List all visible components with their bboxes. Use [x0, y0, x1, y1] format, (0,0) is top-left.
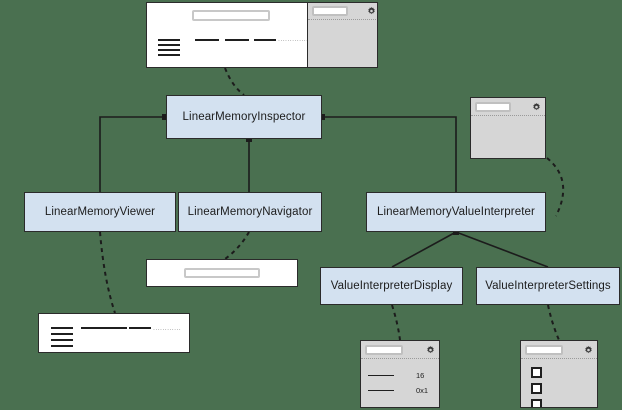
- node-label: LinearMemoryInspector: [182, 111, 306, 123]
- hex-address-line: [51, 333, 73, 335]
- navigator-address-input[interactable]: [184, 268, 260, 278]
- screenshot-navigator: [146, 259, 298, 287]
- panel-header: [521, 341, 597, 359]
- gear-icon[interactable]: [367, 6, 376, 16]
- panel-body: 16 0x1: [361, 359, 439, 407]
- edge-inspector-navigator: [246, 136, 252, 192]
- node-label: LinearMemoryViewer: [44, 206, 156, 218]
- value-row: 16: [361, 371, 439, 380]
- callout-navigator-screenshot: [224, 231, 250, 260]
- inspector-value-pane: [307, 3, 377, 67]
- screenshot-interpreter: [470, 97, 546, 159]
- callout-interpreter-screenshot: [546, 157, 565, 217]
- screenshot-inspector: ................: [146, 2, 378, 68]
- node-value-interpreter-display[interactable]: ValueInterpreterDisplay: [320, 267, 463, 305]
- value-text: 0x1: [416, 386, 429, 395]
- hex-byte-group: [225, 39, 249, 41]
- node-linear-memory-value-interpreter[interactable]: LinearMemoryValueInterpreter: [366, 192, 546, 232]
- ascii-preview: ................: [278, 36, 316, 43]
- value-row: 0x1: [361, 386, 439, 395]
- gear-icon[interactable]: [426, 345, 435, 354]
- settings-checkbox[interactable]: [531, 367, 542, 378]
- callout-viewer-screenshot: [99, 231, 116, 314]
- hex-address-line: [51, 339, 73, 341]
- node-label: ValueInterpreterDisplay: [330, 280, 453, 292]
- hex-byte-group: [81, 327, 105, 329]
- mini-input[interactable]: [475, 101, 511, 112]
- panel-header: [308, 3, 377, 20]
- node-linear-memory-inspector[interactable]: LinearMemoryInspector: [166, 95, 322, 139]
- node-value-interpreter-settings[interactable]: ValueInterpreterSettings: [476, 267, 620, 305]
- hex-address-line: [158, 39, 180, 41]
- value-label-placeholder: [368, 374, 394, 377]
- edge-inspector-viewer: [99, 114, 168, 192]
- panel-header: [471, 98, 545, 116]
- panel-header: [361, 341, 439, 359]
- callout-vi-settings-screenshot: [547, 304, 560, 341]
- ascii-preview: ............: [153, 325, 182, 332]
- settings-checkbox[interactable]: [531, 399, 542, 407]
- node-label: LinearMemoryValueInterpreter: [377, 206, 535, 218]
- screenshot-viewer: ............: [38, 313, 190, 353]
- settings-checkbox[interactable]: [531, 383, 542, 394]
- hex-address-line: [158, 54, 180, 56]
- hex-address-line: [158, 49, 180, 51]
- value-text: 16: [416, 371, 425, 380]
- hex-byte-group: [129, 327, 151, 329]
- mini-input[interactable]: [365, 344, 403, 355]
- screenshot-vi-display: 16 0x1: [360, 340, 440, 408]
- panel-body: [521, 359, 597, 407]
- hex-byte-group: [254, 39, 276, 41]
- hex-address-line: [51, 327, 73, 329]
- node-label: ValueInterpreterSettings: [485, 280, 611, 292]
- inspector-address-input[interactable]: [192, 10, 270, 21]
- value-label-placeholder: [368, 389, 394, 392]
- panel-body: [471, 116, 545, 158]
- mini-input[interactable]: [312, 6, 348, 16]
- edge-interpreter-children: [391, 229, 549, 268]
- hex-address-line: [51, 345, 73, 347]
- screenshot-vi-settings: [520, 340, 598, 408]
- hex-byte-group: [103, 327, 127, 329]
- callout-inspector-screenshot: [224, 67, 245, 96]
- gear-icon[interactable]: [532, 102, 541, 111]
- gear-icon[interactable]: [584, 345, 593, 354]
- node-linear-memory-navigator[interactable]: LinearMemoryNavigator: [178, 192, 322, 232]
- node-label: LinearMemoryNavigator: [187, 206, 313, 218]
- mini-input[interactable]: [525, 344, 563, 355]
- node-linear-memory-viewer[interactable]: LinearMemoryViewer: [24, 192, 176, 232]
- hex-byte-group: [195, 39, 219, 41]
- edge-inspector-interpreter: [319, 114, 457, 192]
- inspector-memory-pane: ................: [147, 3, 315, 67]
- callout-vi-display-screenshot: [391, 304, 401, 341]
- hex-address-line: [158, 44, 180, 46]
